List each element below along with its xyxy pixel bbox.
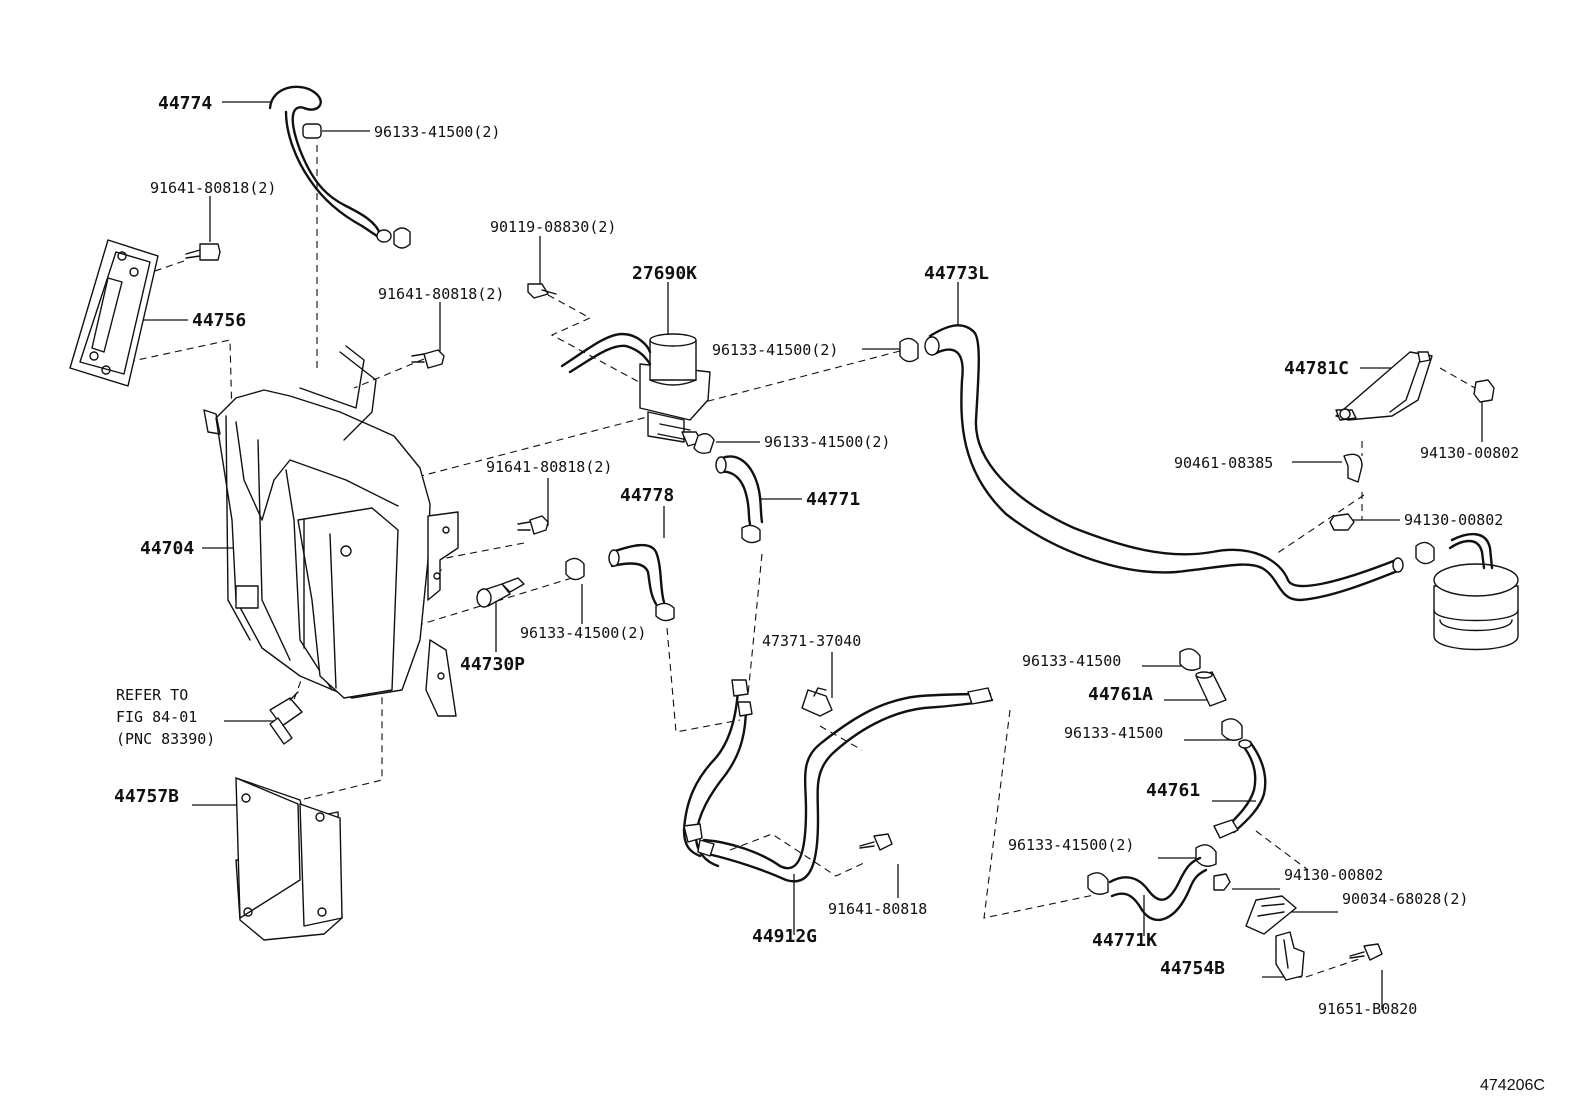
label-94130-b: 94130-00802 xyxy=(1404,511,1503,529)
bracket-90034 xyxy=(1245,895,1297,935)
refer-line-3: (PNC 83390) xyxy=(116,730,215,748)
label-94130-a: 94130-00802 xyxy=(1420,444,1519,462)
hose-44773L xyxy=(924,324,1404,602)
label-91641-c: 91641-80818(2) xyxy=(486,458,612,476)
label-90119: 90119-08830(2) xyxy=(490,218,616,236)
clip-90461 xyxy=(1343,453,1363,483)
label-44761: 44761 xyxy=(1146,780,1200,801)
label-91641-b: 91641-80818(2) xyxy=(378,285,504,303)
hose-44771K xyxy=(1108,856,1208,922)
clamp-96133-r2 xyxy=(1221,718,1243,741)
label-96133-valve: 96133-41500(2) xyxy=(764,433,890,451)
pipe-44761 xyxy=(1213,739,1267,839)
label-47371: 47371-37040 xyxy=(762,632,861,650)
tank-44704 xyxy=(203,345,459,717)
clamp-96133-r1 xyxy=(1179,648,1201,671)
label-96133-mid: 96133-41500(2) xyxy=(712,341,838,359)
clamp-96133-r3 xyxy=(1087,844,1217,895)
label-44778: 44778 xyxy=(620,485,674,506)
sensor-44730P xyxy=(476,577,525,608)
plate-44756 xyxy=(69,239,159,387)
nut-94130-c xyxy=(1213,873,1231,891)
hose-44774 xyxy=(268,85,392,243)
label-44771K: 44771K xyxy=(1092,930,1157,951)
part-number-labels: 44774 96133-41500(2) 91641-80818(2) 4475… xyxy=(114,93,1545,1094)
hose-44761A xyxy=(1195,671,1227,707)
label-44781C: 44781C xyxy=(1284,358,1349,379)
label-90034: 90034-68028(2) xyxy=(1342,890,1468,908)
label-44704: 44704 xyxy=(140,538,194,559)
label-44754B: 44754B xyxy=(1160,958,1225,979)
label-44730P: 44730P xyxy=(460,654,525,675)
clip-47371 xyxy=(801,687,833,717)
label-96133-top: 96133-41500(2) xyxy=(374,123,500,141)
bolt-91641-d xyxy=(859,833,893,851)
bolt-91641-c xyxy=(517,515,549,535)
hose-clamp-top xyxy=(302,123,411,249)
label-44761A: 44761A xyxy=(1088,684,1153,705)
label-44912G: 44912G xyxy=(752,926,817,947)
hose-44771 xyxy=(715,455,764,544)
leader-lines xyxy=(140,101,1483,1010)
nut-94130-b xyxy=(1329,513,1355,531)
bolt-91641-a xyxy=(185,243,221,261)
label-27690K: 27690K xyxy=(632,263,697,284)
clamp-96133-tank xyxy=(565,557,585,581)
label-91651: 91651-B0820 xyxy=(1318,1000,1417,1018)
label-91641-a: 91641-80818(2) xyxy=(150,179,276,197)
label-96133-r3: 96133-41500(2) xyxy=(1008,836,1134,854)
label-96133-r2: 96133-41500 xyxy=(1064,724,1163,742)
label-44757B: 44757B xyxy=(114,786,179,807)
label-94130-c: 94130-00802 xyxy=(1284,866,1383,884)
valve-27690K xyxy=(560,332,711,447)
nut-94130-a xyxy=(1473,379,1495,403)
bracket-44754B xyxy=(1275,931,1305,981)
bolt-91641-b xyxy=(411,349,445,369)
bracket-44757B xyxy=(235,777,343,941)
label-44756: 44756 xyxy=(192,310,246,331)
refer-line-2: FIG 84-01 xyxy=(116,708,197,726)
bracket-44781C xyxy=(1335,351,1433,421)
label-90461: 90461-08385 xyxy=(1174,454,1273,472)
label-44771: 44771 xyxy=(806,489,860,510)
clamp-96133-mid xyxy=(899,337,919,363)
label-96133-r1: 96133-41500 xyxy=(1022,652,1121,670)
sensor-ref-84-01 xyxy=(269,691,303,745)
diagram-id: 474206C xyxy=(1480,1077,1545,1094)
bolt-90119 xyxy=(527,283,557,299)
label-44773L: 44773L xyxy=(924,263,989,284)
refer-line-1: REFER TO xyxy=(116,686,188,704)
bolt-91651 xyxy=(1349,943,1383,961)
label-91641-d: 91641-80818 xyxy=(828,900,927,918)
label-44774: 44774 xyxy=(158,93,212,114)
pipe-44912G xyxy=(682,679,994,883)
clamp-96133-valve xyxy=(693,433,715,455)
label-96133-tank: 96133-41500(2) xyxy=(520,624,646,642)
canister xyxy=(1415,533,1519,651)
hose-44778 xyxy=(608,543,675,622)
